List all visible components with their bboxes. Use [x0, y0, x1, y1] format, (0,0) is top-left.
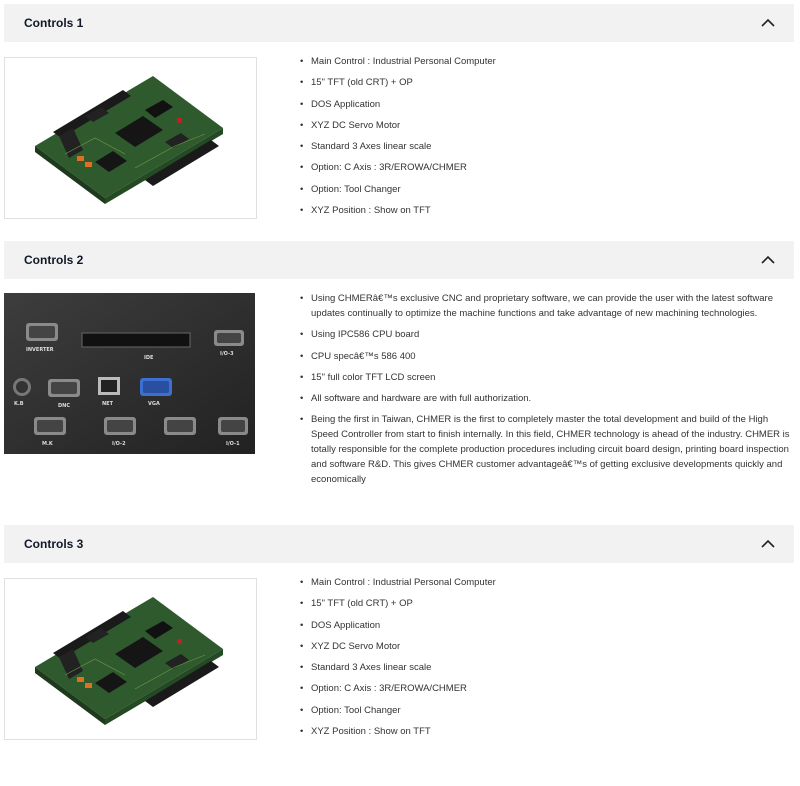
list-item: Main Control : Industrial Personal Compu… [300, 575, 794, 590]
list-item: CPU specâ€™s 586 400 [300, 349, 794, 364]
spec-list: Using CHMERâ€™s exclusive CNC and propri… [300, 291, 794, 494]
accordion-section-controls-1: Controls 1 [4, 4, 794, 219]
accordion-header-controls-1[interactable]: Controls 1 [4, 4, 794, 42]
accordion-header-controls-3[interactable]: Controls 3 [4, 525, 794, 563]
port-label: I/O-1 [226, 441, 240, 447]
chevron-up-icon[interactable] [760, 15, 776, 31]
accordion-section-controls-3: Controls 3 [4, 525, 794, 740]
list-item: Being the first in Taiwan, CHMER is the … [300, 412, 794, 487]
port-label: VGA [148, 401, 160, 407]
accordion-title: Controls 3 [24, 537, 84, 551]
io-panel-image: INVERTER IDE I/O-3 K.B DNC NET VGA M.K I… [4, 293, 255, 454]
list-item: XYZ DC Servo Motor [300, 118, 794, 133]
list-item: Standard 3 Axes linear scale [300, 139, 794, 154]
circuit-board-image [4, 57, 257, 219]
list-item: Option: C Axis : 3R/EROWA/CHMER [300, 681, 794, 696]
accordion-title: Controls 1 [24, 16, 84, 30]
port-label: DNC [58, 403, 70, 409]
port-label: IDE [144, 355, 154, 361]
accordion-header-controls-2[interactable]: Controls 2 [4, 241, 794, 279]
list-item: Using IPC586 CPU board [300, 327, 794, 342]
port-label: M.K [42, 441, 54, 447]
list-item: 15" TFT (old CRT) + OP [300, 75, 794, 90]
list-item: Using CHMERâ€™s exclusive CNC and propri… [300, 291, 794, 321]
list-item: DOS Application [300, 618, 794, 633]
port-label: K.B [14, 401, 24, 407]
list-item: 15" TFT (old CRT) + OP [300, 596, 794, 611]
list-item: 15" full color TFT LCD screen [300, 370, 794, 385]
list-item: Option: Tool Changer [300, 182, 794, 197]
list-item: Option: Tool Changer [300, 703, 794, 718]
list-item: Option: C Axis : 3R/EROWA/CHMER [300, 160, 794, 175]
list-item: XYZ Position : Show on TFT [300, 724, 794, 739]
port-label: NET [102, 401, 114, 407]
port-label: I/O-2 [112, 441, 126, 447]
list-item: XYZ Position : Show on TFT [300, 203, 794, 218]
list-item: DOS Application [300, 97, 794, 112]
port-label: I/O-3 [220, 351, 234, 357]
port-label: INVERTER [26, 347, 54, 353]
spec-list: Main Control : Industrial Personal Compu… [300, 575, 794, 745]
list-item: XYZ DC Servo Motor [300, 639, 794, 654]
accordion-title: Controls 2 [24, 253, 84, 267]
list-item: All software and hardware are with full … [300, 391, 794, 406]
chevron-up-icon[interactable] [760, 536, 776, 552]
spec-list: Main Control : Industrial Personal Compu… [300, 54, 794, 224]
circuit-board-image [4, 578, 257, 740]
chevron-up-icon[interactable] [760, 252, 776, 268]
list-item: Main Control : Industrial Personal Compu… [300, 54, 794, 69]
accordion-section-controls-2: Controls 2 [4, 241, 794, 485]
list-item: Standard 3 Axes linear scale [300, 660, 794, 675]
